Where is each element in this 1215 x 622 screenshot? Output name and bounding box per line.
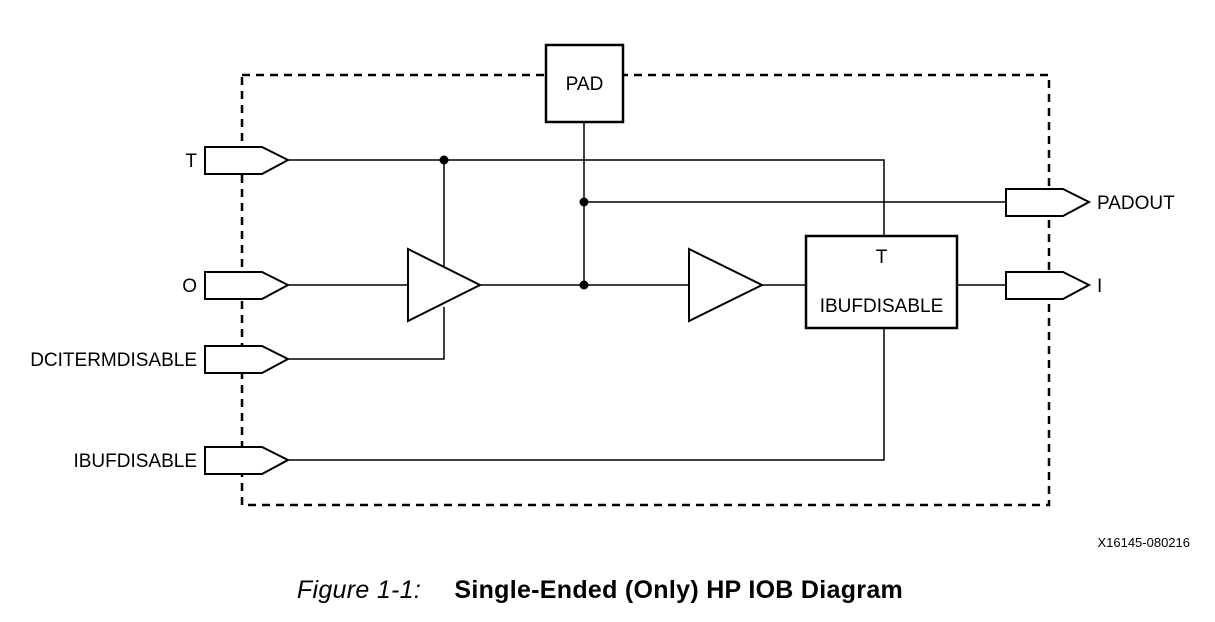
junction-dot [579, 280, 589, 290]
figure-label: Figure 1-1: [296, 576, 422, 604]
junction-dot [439, 155, 449, 165]
figure-title: Single-Ended (Only) HP IOB Diagram [454, 576, 904, 604]
output-ports [1005, 188, 1092, 300]
label-dcitermdisable: DCITERMDISABLE [30, 350, 197, 371]
wire-ibufdisable [288, 328, 885, 461]
label-t: T [185, 151, 197, 172]
junction-dot [579, 197, 589, 207]
port-t [204, 146, 291, 175]
port-i [1005, 271, 1092, 300]
label-padout: PADOUT [1097, 193, 1175, 214]
output-buffer [407, 247, 483, 323]
drawing-id: X16145-080216 [1097, 535, 1190, 550]
pad-label: PAD [566, 74, 604, 95]
port-dcitermdisable [204, 345, 291, 374]
wire-dcitermdisable [288, 307, 445, 360]
label-o: O [182, 276, 197, 297]
figure-caption: Figure 1-1: Single-Ended (Only) HP IOB D… [0, 576, 1200, 605]
ibuf-block-t-label: T [876, 247, 888, 268]
wires [288, 122, 1006, 461]
input-buffer [688, 247, 765, 323]
wire-t [288, 159, 885, 236]
port-o [204, 271, 291, 300]
ibuf-block [804, 234, 959, 330]
label-i: I [1097, 276, 1102, 297]
ibuf-block-ibufdisable-label: IBUFDISABLE [820, 296, 944, 317]
port-ibufdisable [204, 446, 291, 475]
input-ports [204, 146, 291, 475]
label-ibufdisable: IBUFDISABLE [73, 451, 197, 472]
port-padout [1005, 188, 1092, 217]
